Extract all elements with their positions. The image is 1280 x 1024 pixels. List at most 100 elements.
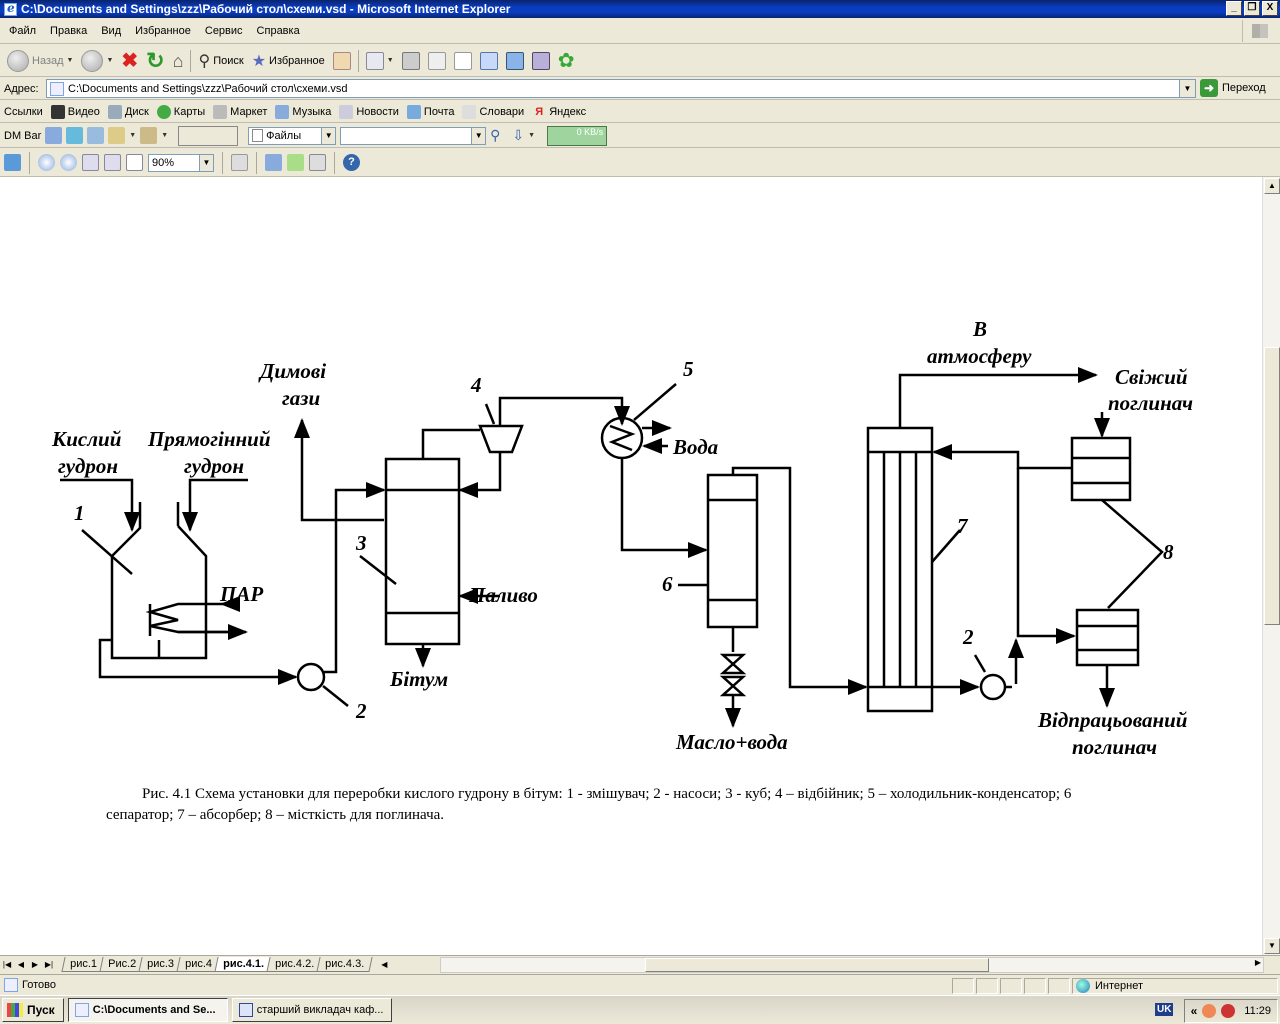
address-input[interactable]: C:\Documents and Settings\zzz\Рабочий ст… [46,79,1196,98]
edit-button[interactable] [424,48,450,74]
address-dropdown-icon[interactable]: ▼ [1179,80,1195,97]
leader-3 [359,555,397,585]
horizontal-scrollbar[interactable]: ▶ [440,957,1264,973]
pan-icon[interactable] [231,154,248,171]
taskbar-ie-window[interactable]: C:\Documents and Se... [67,998,228,1022]
messenger-button[interactable] [502,48,528,74]
dm-search-icon[interactable]: ⚲ [490,127,501,143]
clock[interactable]: 11:29 [1244,1005,1271,1017]
menu-favorites[interactable]: Избранное [135,25,191,37]
dm-tools-dropdown-icon[interactable]: ▼ [161,132,169,139]
scroll-up-button[interactable]: ▲ [1264,178,1280,194]
minimize-button[interactable]: _ [1226,1,1242,16]
vertical-scrollbar[interactable]: ▲ ▼ [1262,177,1280,955]
menu-view[interactable]: Вид [101,25,122,37]
address-label: Адрес: [4,82,39,95]
last-sheet-button[interactable]: ▶| [44,959,54,969]
chevron-down-icon[interactable]: ▼ [199,154,213,171]
refresh-button[interactable]: ↻ [142,48,168,74]
zoom-in-icon[interactable] [38,154,55,171]
prev-sheet-button[interactable]: ◀ [17,959,25,969]
help-icon[interactable]: ? [343,154,360,171]
actual-size-icon[interactable] [126,154,143,171]
scroll-down-button[interactable]: ▼ [1264,938,1280,954]
tray-expand-icon[interactable]: « [1190,1004,1198,1018]
first-sheet-button[interactable]: |◀ [2,959,12,969]
dm-list-icon[interactable] [87,127,105,144]
cube-to-separator-line [421,428,480,459]
forward-dropdown-icon[interactable]: ▼ [106,57,114,64]
label-steam: ПАР [219,582,263,606]
properties-icon[interactable] [287,154,304,171]
chevron-down-icon[interactable]: ▼ [321,127,336,144]
next-sheet-button[interactable]: ▶ [31,959,39,969]
start-button[interactable]: Пуск [2,998,64,1022]
dm-add-icon[interactable] [66,127,84,144]
sheet-tab[interactable]: рис.4.2. [266,957,323,972]
vertical-scroll-thumb[interactable] [1264,347,1280,625]
back-dropdown-icon[interactable]: ▼ [66,57,74,64]
print-button[interactable] [398,48,424,74]
number-4: 4 [470,373,482,397]
dm-dropdown-icon[interactable]: ▼ [129,132,137,139]
document-canvas[interactable]: Кислий гудрон Прямогінний гудрон Димові … [0,177,1262,955]
dm-arrow-dropdown-icon[interactable]: ▼ [528,132,536,139]
link-news[interactable]: Новости [339,104,399,119]
horizontal-scroll-thumb[interactable] [645,958,989,972]
home-button[interactable]: ⌂ [169,48,188,74]
dm-files-select[interactable]: Файлы ▼ [248,126,337,145]
dm-settings-icon[interactable] [108,127,126,144]
link-music[interactable]: Музыка [275,104,331,119]
dm-down-arrow-icon[interactable]: ⇩ [512,127,525,143]
scroll-right-button[interactable]: ▶ [1254,958,1261,967]
sheet-tab[interactable]: рис.4.3. [316,957,373,972]
go-button[interactable]: ➜ Переход [1200,79,1266,97]
icq-button[interactable]: ✿ [554,48,579,74]
link-video[interactable]: Видео [50,104,100,119]
tab-scroll-left-button[interactable]: ◀ [381,959,388,969]
toolbar-separator [222,151,223,174]
forward-button[interactable]: ▼ [77,48,117,74]
language-indicator[interactable]: UK [1155,1003,1174,1016]
tray-antivirus-icon[interactable] [1221,1004,1236,1018]
display-options-icon[interactable] [309,154,326,171]
dm-search-input[interactable]: ▼ [340,126,487,145]
taskbar-word-window[interactable]: старший викладач каф... [231,998,392,1022]
mail-dropdown-icon[interactable]: ▼ [386,57,394,64]
window-titlebar[interactable]: C:\Documents and Settings\zzz\Рабочий ст… [0,0,1280,18]
menu-edit[interactable]: Правка [50,25,88,37]
menu-file[interactable]: Файл [9,25,37,37]
link-disk[interactable]: Диск [107,104,149,119]
sheet-tab-active[interactable]: рис.4.1. [214,957,273,972]
layers-icon[interactable] [265,154,282,171]
restore-button[interactable]: ❐ [1244,1,1260,16]
link-market[interactable]: Маркет [213,104,267,119]
menu-tools[interactable]: Сервис [204,25,243,37]
label-absorbent1: поглинач [1108,391,1193,415]
zoom-select[interactable]: 90% ▼ [148,153,214,172]
favorites-button[interactable]: ★ Избранное [248,48,329,74]
mail-button[interactable]: ▼ [362,48,398,74]
tools-button[interactable] [528,48,554,74]
stop-button[interactable]: ✖ [117,48,142,74]
link-mail[interactable]: Почта [406,104,454,119]
fit-width-icon[interactable] [104,154,121,171]
windows-flag-icon [7,1003,23,1017]
history-button[interactable] [329,48,355,74]
search-button[interactable]: ⚲ Поиск [194,48,247,74]
link-dictionaries[interactable]: Словари [462,104,524,119]
dm-download-icon[interactable] [45,127,63,144]
link-maps[interactable]: Карты [156,104,205,119]
research-button[interactable] [476,48,502,74]
dm-tools-icon[interactable] [140,127,158,144]
menu-help[interactable]: Справка [256,25,300,37]
tray-app-icon[interactable] [1202,1004,1217,1018]
viewer-home-icon[interactable] [4,154,21,171]
back-button[interactable]: Назад ▼ [3,48,77,74]
zoom-out-icon[interactable] [60,154,77,171]
discuss-button[interactable] [450,48,476,74]
close-button[interactable]: X [1262,1,1278,16]
fit-page-icon[interactable] [82,154,99,171]
chevron-down-icon[interactable]: ▼ [471,127,486,144]
